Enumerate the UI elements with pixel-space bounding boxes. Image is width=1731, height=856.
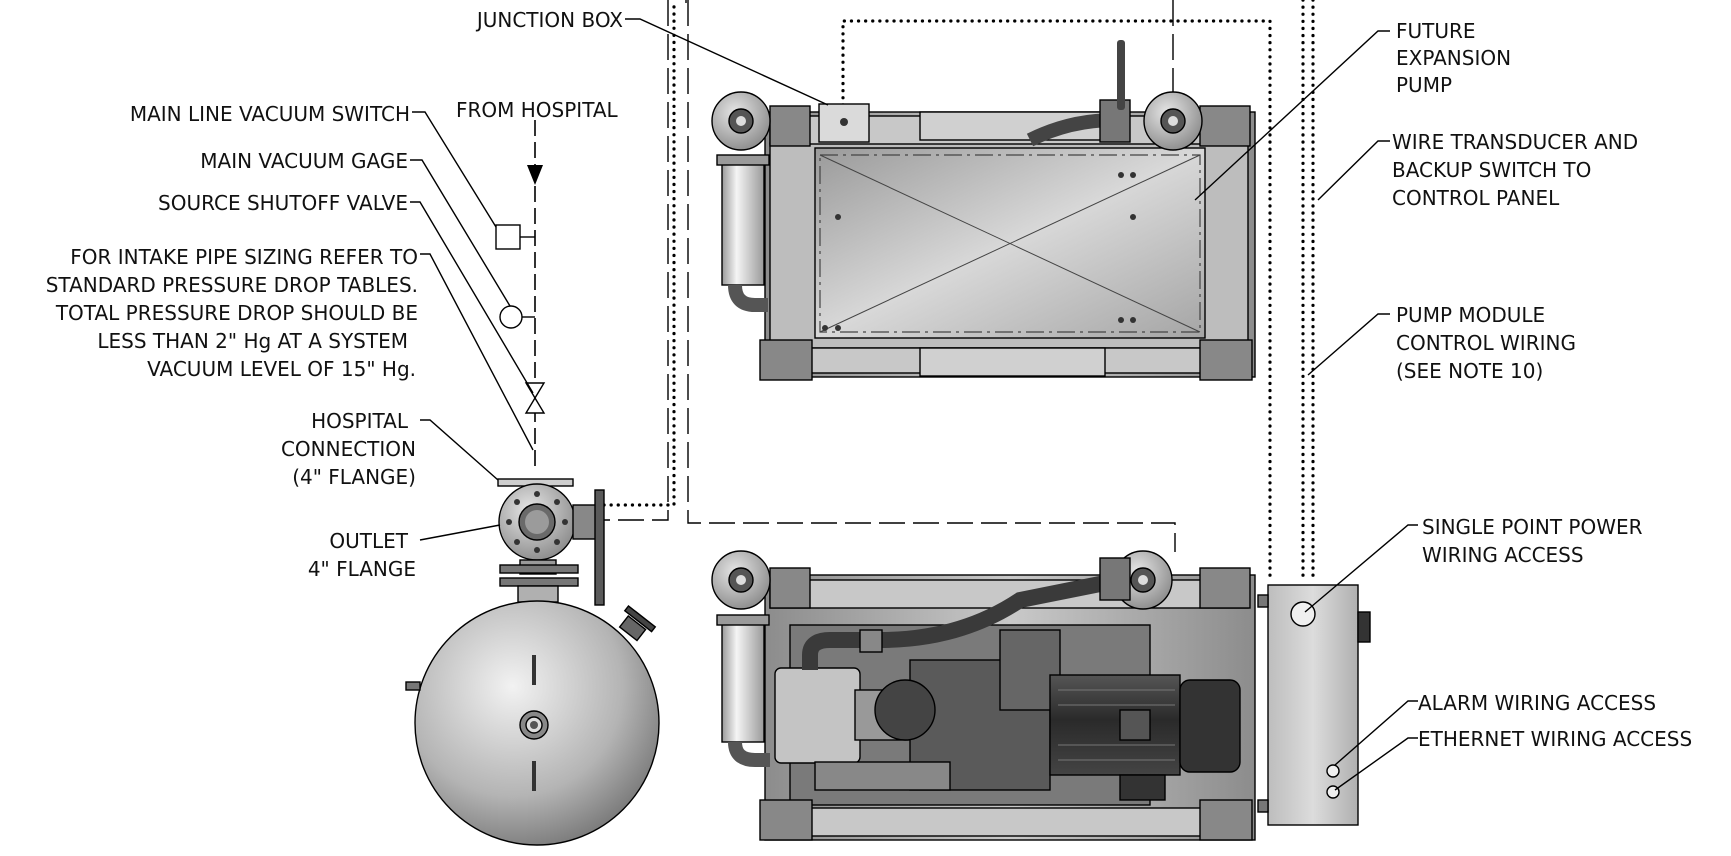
active-pump-module bbox=[711, 550, 1256, 841]
piping-symbols bbox=[495, 165, 546, 414]
dashed-line-lower-module bbox=[687, 0, 1176, 552]
label-hospital-connection-1: HOSPITAL bbox=[311, 409, 409, 433]
vacuum-gage-icon bbox=[499, 305, 523, 329]
label-wire-transducer-2: BACKUP SWITCH TO bbox=[1392, 158, 1591, 182]
shutoff-valve-icon bbox=[524, 382, 546, 414]
label-future-expansion-pump-1: FUTURE bbox=[1396, 19, 1476, 43]
label-intake-note-2: STANDARD PRESSURE DROP TABLES. bbox=[46, 273, 418, 297]
label-wire-transducer-3: CONTROL PANEL bbox=[1392, 186, 1560, 210]
label-hospital-connection-2: CONNECTION bbox=[281, 437, 416, 461]
callout-labels: JUNCTION BOX MAIN LINE VACUUM SWITCH FRO… bbox=[46, 8, 1692, 751]
label-main-vacuum-gage: MAIN VACUUM GAGE bbox=[200, 149, 408, 173]
label-intake-note-5: VACUUM LEVEL OF 15" Hg. bbox=[147, 357, 416, 381]
future-pump-module bbox=[711, 40, 1256, 381]
label-single-point-power-1: SINGLE POINT POWER bbox=[1422, 515, 1643, 539]
label-intake-note-3: TOTAL PRESSURE DROP SHOULD BE bbox=[55, 301, 418, 325]
upper-filter bbox=[721, 159, 765, 286]
label-outlet-2: 4" FLANGE bbox=[308, 557, 416, 581]
receiver-tank bbox=[405, 478, 660, 846]
control-panel bbox=[1257, 584, 1371, 826]
dashed-line-tank bbox=[600, 0, 669, 521]
label-single-point-power-2: WIRING ACCESS bbox=[1422, 543, 1584, 567]
label-alarm-wiring-access: ALARM WIRING ACCESS bbox=[1418, 691, 1656, 715]
label-future-expansion-pump-2: EXPANSION bbox=[1396, 46, 1511, 70]
pump-head bbox=[774, 667, 861, 764]
valve-handle bbox=[1117, 40, 1125, 110]
wire-expansion-loop bbox=[841, 19, 1272, 582]
label-main-line-vacuum-switch: MAIN LINE VACUUM SWITCH bbox=[130, 102, 410, 126]
label-junction-box: JUNCTION BOX bbox=[475, 8, 623, 32]
label-pump-module-control-wiring-2: CONTROL WIRING bbox=[1396, 331, 1576, 355]
flow-arrow-icon bbox=[527, 165, 543, 185]
label-intake-note-4: LESS THAN 2" Hg AT A SYSTEM bbox=[97, 329, 408, 353]
label-hospital-connection-3: (4" FLANGE) bbox=[292, 465, 416, 489]
label-ethernet-wiring-access: ETHERNET WIRING ACCESS bbox=[1418, 727, 1692, 751]
vacuum-switch-icon bbox=[495, 224, 521, 250]
label-pump-module-control-wiring-1: PUMP MODULE bbox=[1396, 303, 1545, 327]
label-outlet-1: OUTLET bbox=[329, 529, 408, 553]
lower-filter bbox=[721, 621, 765, 743]
power-access-port bbox=[1290, 601, 1316, 627]
label-intake-note-1: FOR INTAKE PIPE SIZING REFER TO bbox=[70, 245, 418, 269]
label-from-hospital: FROM HOSPITAL bbox=[456, 98, 619, 122]
motor bbox=[1049, 674, 1181, 776]
label-future-expansion-pump-3: PUMP bbox=[1396, 73, 1452, 97]
wire-transducer-run bbox=[602, 0, 676, 507]
leader-lines bbox=[410, 18, 1418, 791]
alarm-access-port bbox=[1326, 764, 1340, 778]
label-pump-module-control-wiring-3: (SEE NOTE 10) bbox=[1396, 359, 1543, 383]
label-wire-transducer-1: WIRE TRANSDUCER AND bbox=[1392, 130, 1638, 154]
label-source-shutoff-valve: SOURCE SHUTOFF VALVE bbox=[158, 191, 408, 215]
